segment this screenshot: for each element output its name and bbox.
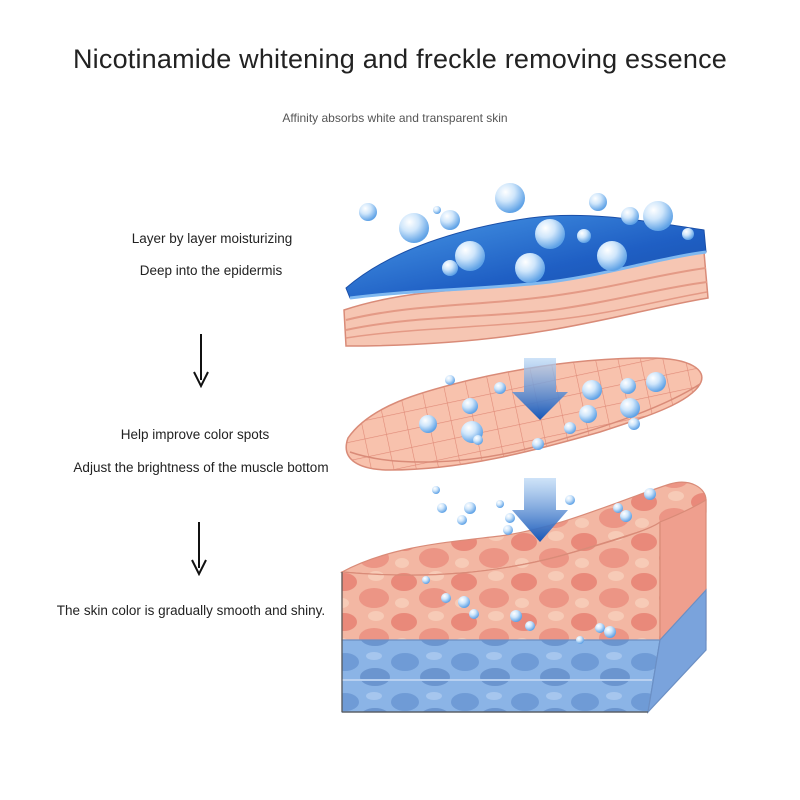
down-arrow-icon [512,358,568,420]
water-droplet-icon [494,382,506,394]
water-droplet-icon [577,229,591,243]
water-droplet-icon [399,213,429,243]
water-droplet-icon [473,435,483,445]
water-droplet-icon [440,210,460,230]
water-droplet-icon [535,219,565,249]
water-droplet-icon [505,513,515,523]
water-droplet-icon [682,228,694,240]
water-droplet-icon [646,372,666,392]
water-droplet-icon [458,596,470,608]
water-droplet-icon [510,610,522,622]
water-droplet-icon [422,576,430,584]
water-droplet-icon [503,525,513,535]
skin-layers-illustration [339,183,709,714]
step-3-line-1: The skin color is gradually smooth and s… [56,603,326,618]
step-1-line-1: Layer by layer moisturizing [131,231,293,246]
water-droplet-icon [621,207,639,225]
water-droplet-icon [496,500,504,508]
water-droplet-icon [595,623,605,633]
water-droplet-icon [644,488,656,500]
water-droplet-icon [525,621,535,631]
water-droplet-icon [564,422,576,434]
water-droplet-icon [565,495,575,505]
water-droplet-icon [495,183,525,213]
water-droplet-icon [589,193,607,211]
water-droplet-icon [433,206,441,214]
water-droplet-icon [613,503,623,513]
water-droplet-icon [359,203,377,221]
water-droplet-icon [464,502,476,514]
page-subtitle: Affinity absorbs white and transparent s… [282,111,508,125]
down-arrow-icon [193,334,209,388]
water-droplet-icon [419,415,437,433]
water-droplet-icon [445,375,455,385]
water-droplet-icon [604,626,616,638]
water-droplet-icon [643,201,673,231]
water-droplet-icon [515,253,545,283]
water-droplet-icon [432,486,440,494]
page-title: Nicotinamide whitening and freckle remov… [72,44,728,74]
water-droplet-icon [441,593,451,603]
water-droplet-icon [620,378,636,394]
water-droplet-icon [579,405,597,423]
step-1-line-2: Deep into the epidermis [139,263,283,278]
water-droplet-icon [455,241,485,271]
water-droplet-icon [620,510,632,522]
down-arrow-icon [512,478,568,542]
water-droplet-icon [582,380,602,400]
step-2-line-2: Adjust the brightness of the muscle bott… [73,460,329,475]
step-2-line-1: Help improve color spots [120,427,270,442]
water-droplet-icon [532,438,544,450]
water-droplet-icon [457,515,467,525]
water-droplet-icon [469,609,479,619]
water-droplet-icon [437,503,447,513]
middle-skin-layer [345,357,703,471]
water-droplet-icon [576,636,584,644]
water-droplet-icon [462,398,478,414]
water-droplets [359,183,694,644]
water-droplet-icon [620,398,640,418]
water-droplet-icon [628,418,640,430]
water-droplet-icon [597,241,627,271]
water-droplet-icon [442,260,458,276]
down-arrow-icon [191,522,207,576]
